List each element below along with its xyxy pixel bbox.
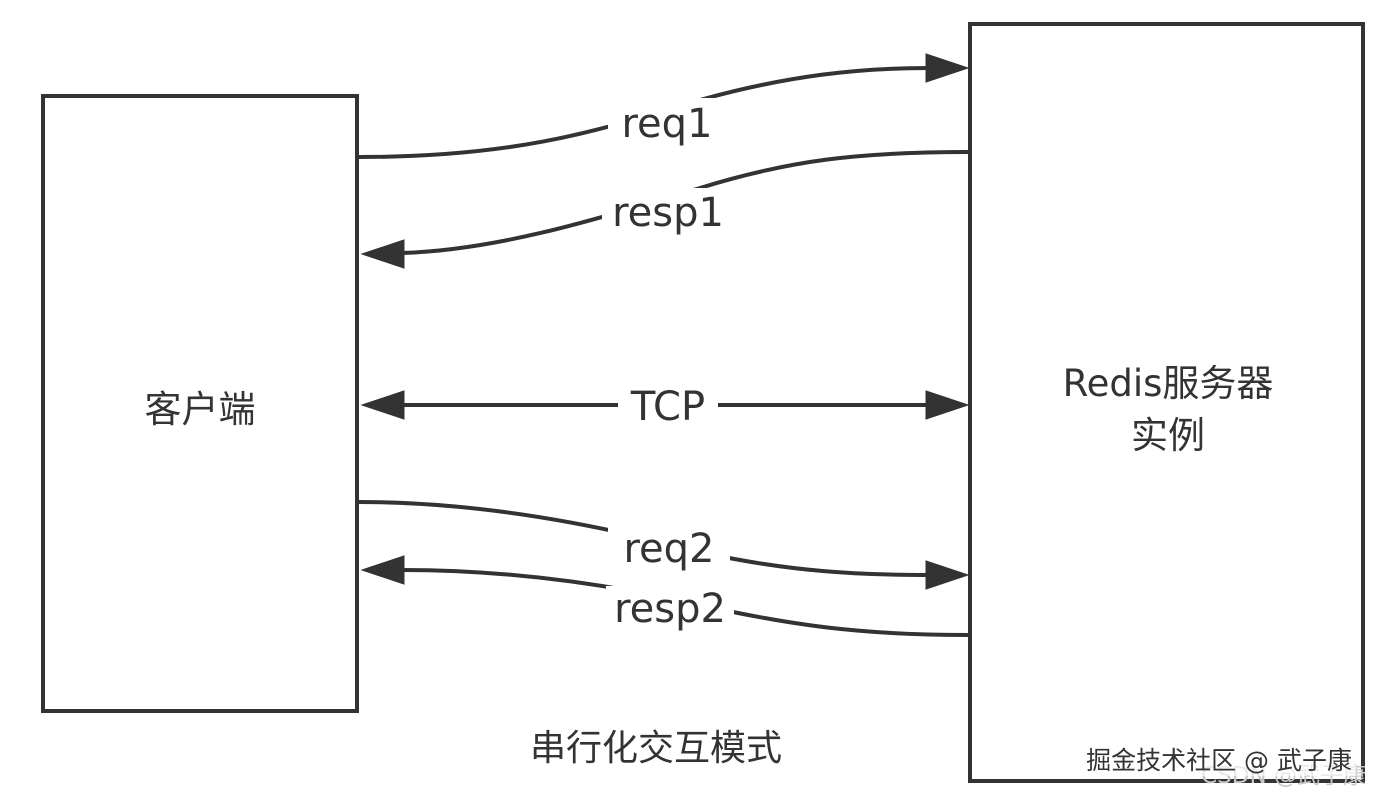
server-node: Redis服务器 实例: [968, 22, 1365, 783]
edge-resp2-label: resp2: [614, 586, 726, 632]
edge-resp2: resp2: [360, 555, 969, 637]
watermark: CSDN @武子康 掘金技术社区 @ 武子康: [1086, 742, 1366, 789]
edge-tcp-arrowhead-right: [925, 390, 970, 420]
edge-req2-label: req2: [623, 526, 714, 572]
diagram-caption: 串行化交互模式: [530, 728, 782, 769]
server-box: [968, 22, 1365, 783]
edge-req2: req2: [358, 500, 970, 590]
server-label-line1: Redis服务器: [1063, 362, 1274, 405]
edge-req2-arrowhead: [925, 560, 970, 590]
client-box: [41, 94, 359, 713]
edge-resp1-arrowhead: [360, 239, 405, 269]
edge-resp2-arrowhead: [360, 555, 405, 585]
client-label: 客户端: [145, 388, 256, 431]
edge-req1-arrowhead: [925, 53, 970, 83]
edge-tcp-arrowhead-left: [360, 390, 405, 420]
client-node: 客户端: [41, 94, 359, 713]
edge-tcp-label: TCP: [630, 384, 705, 430]
edge-req1: req1: [358, 53, 970, 159]
edge-tcp: TCP: [360, 382, 970, 430]
edge-req1-label: req1: [621, 101, 712, 147]
server-label-line2: 实例: [1131, 414, 1205, 457]
watermark-main-text: 掘金技术社区 @ 武子康: [1086, 746, 1352, 775]
edge-resp1-label: resp1: [612, 190, 724, 236]
edge-resp1: resp1: [360, 150, 969, 269]
